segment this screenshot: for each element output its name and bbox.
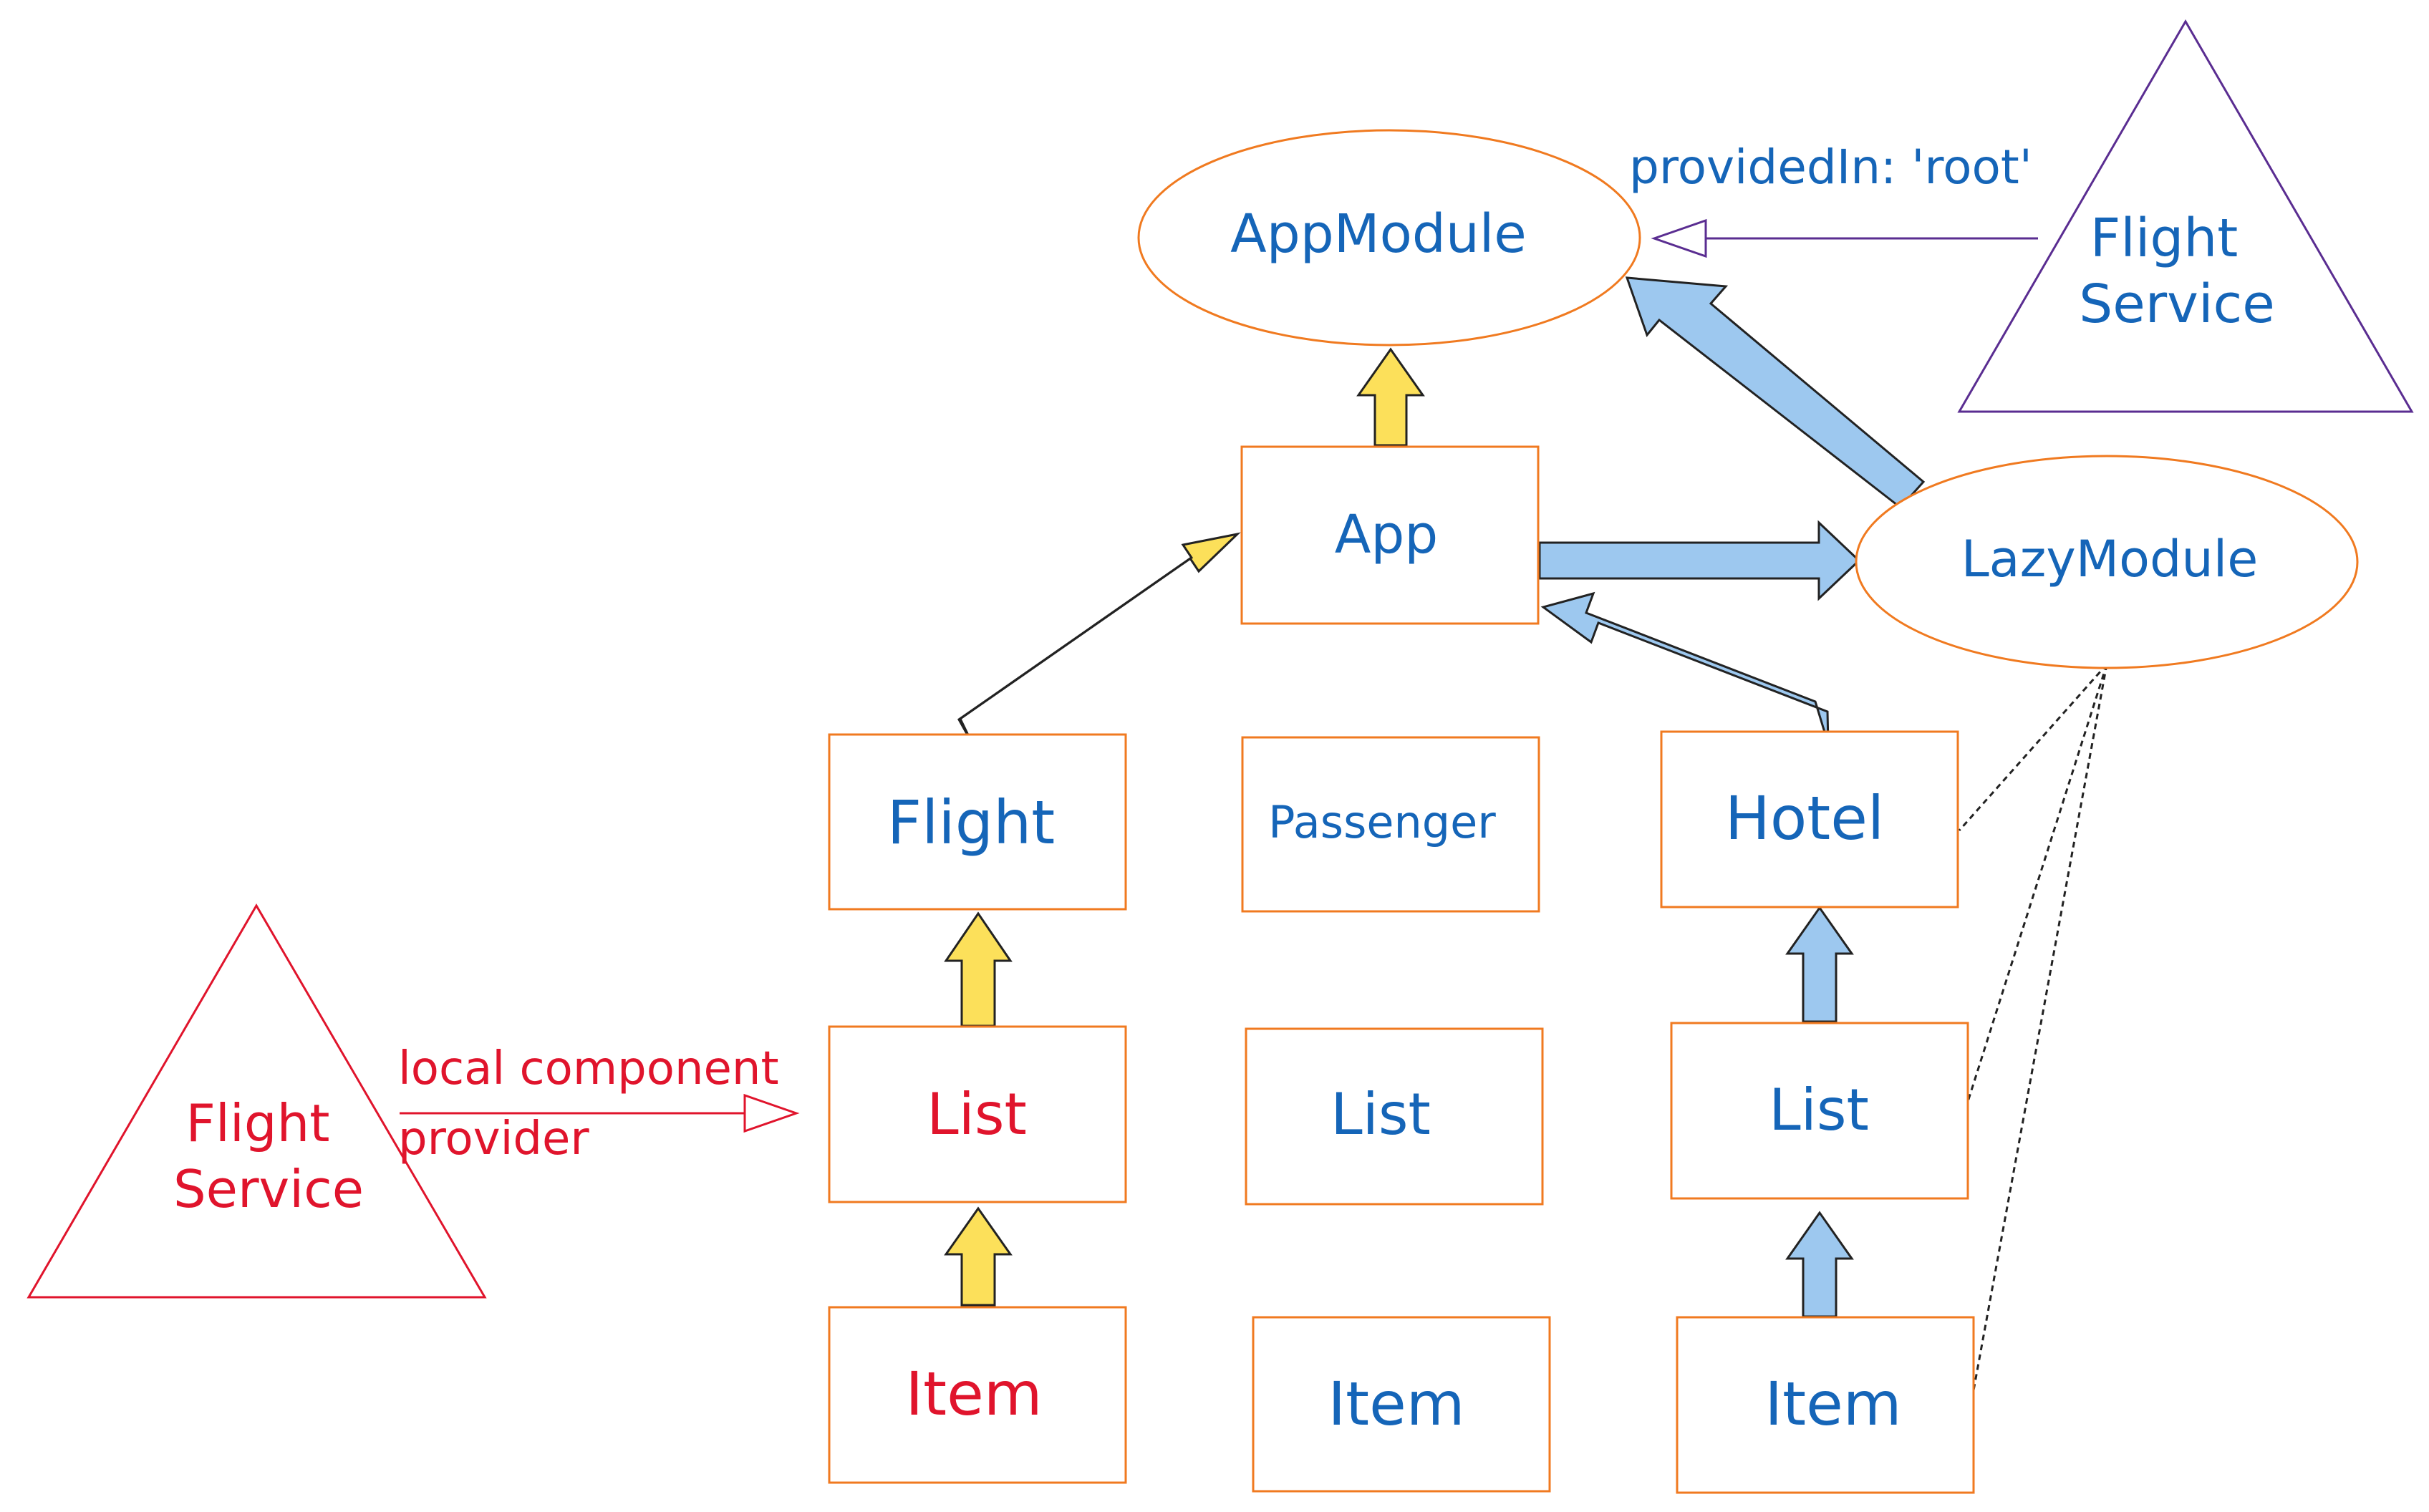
passenger-list-component: List xyxy=(1245,1027,1544,1206)
local-flight-service-line1: Flight xyxy=(186,1093,330,1153)
local-flight-service-line2: Service xyxy=(173,1159,364,1219)
local-flight-service: Flight Service xyxy=(26,903,487,1299)
passenger-item-component: Item xyxy=(1252,1316,1551,1493)
flight-list-box xyxy=(828,1025,1127,1203)
arrow-flight-to-app xyxy=(957,532,1241,745)
dashed-link-item xyxy=(1972,664,2108,1391)
passenger-list-label: List xyxy=(1331,1081,1431,1148)
arrow-item-to-list xyxy=(944,1206,1013,1307)
dashed-link-hotel xyxy=(1958,664,2108,831)
arrow-list-to-flight xyxy=(944,911,1013,1027)
flight-list-component: List xyxy=(828,1025,1127,1203)
hotel-item-box xyxy=(1676,1316,1975,1494)
flight-label: Flight xyxy=(887,788,1056,858)
hotel-box xyxy=(1660,730,1959,908)
root-flight-service: Flight Service xyxy=(1957,19,2414,413)
local-provider-label-line2: provider xyxy=(398,1113,589,1166)
root-provider-arrow xyxy=(1651,218,2038,258)
hotel-component: Hotel xyxy=(1660,730,1959,908)
root-flight-service-line1: Flight xyxy=(2090,208,2239,269)
hotel-item-component: Item xyxy=(1676,1316,1975,1494)
local-flight-service-triangle xyxy=(26,903,487,1299)
passenger-label: Passenger xyxy=(1268,796,1496,848)
flight-box xyxy=(828,733,1127,911)
flight-item-label: Item xyxy=(905,1359,1042,1429)
root-flight-service-line2: Service xyxy=(2079,273,2275,335)
app-box xyxy=(1240,445,1540,625)
passenger-component: Passenger xyxy=(1241,736,1540,913)
flight-component: Flight xyxy=(828,733,1127,911)
hotel-list-label: List xyxy=(1769,1077,1869,1143)
hotel-label: Hotel xyxy=(1725,783,1885,853)
root-provider-arrow-head xyxy=(1651,218,1707,258)
hotel-list-component: List xyxy=(1670,1022,1969,1200)
lazy-module-shape xyxy=(1855,455,2359,669)
app-module: AppModule xyxy=(1137,129,1641,346)
lazy-module: LazyModule xyxy=(1855,455,2359,669)
passenger-item-label: Item xyxy=(1328,1369,1464,1439)
flight-list-label: List xyxy=(927,1081,1027,1148)
dashed-link-list xyxy=(1965,664,2108,1107)
flight-item-component: Item xyxy=(828,1306,1127,1484)
flight-item-box xyxy=(828,1306,1127,1484)
app-component: App xyxy=(1240,445,1540,625)
arrow-hotelitem-to-hotellist xyxy=(1785,1211,1854,1318)
arrow-hotellist-to-hotel xyxy=(1785,906,1854,1023)
lazy-module-dashed-links xyxy=(1958,664,2108,1391)
yellow-arrows xyxy=(944,347,1425,1307)
arrow-lazymodule-to-appmodule xyxy=(1625,276,1926,510)
root-flight-service-triangle xyxy=(1957,19,2414,413)
arrow-app-to-lazymodule xyxy=(1538,520,1861,601)
hotel-list-box xyxy=(1670,1022,1969,1200)
arrow-app-to-appmodule xyxy=(1356,347,1425,447)
passenger-item-box xyxy=(1252,1316,1551,1493)
local-provider-arrow xyxy=(400,1093,800,1133)
app-label: App xyxy=(1335,504,1439,566)
arrow-hotel-to-app xyxy=(1540,591,1830,745)
blue-arrows xyxy=(1538,276,1926,1318)
local-provider-label-line1: local component xyxy=(398,1042,779,1095)
lazy-module-label: LazyModule xyxy=(1961,530,2259,588)
app-module-shape xyxy=(1137,129,1641,346)
app-module-label: AppModule xyxy=(1230,203,1527,265)
provided-in-root-label: providedIn: 'root' xyxy=(1629,140,2032,195)
passenger-box xyxy=(1241,736,1540,913)
hotel-item-label: Item xyxy=(1764,1369,1901,1439)
local-provider-arrow-head xyxy=(743,1093,800,1133)
passenger-list-box xyxy=(1245,1027,1544,1206)
